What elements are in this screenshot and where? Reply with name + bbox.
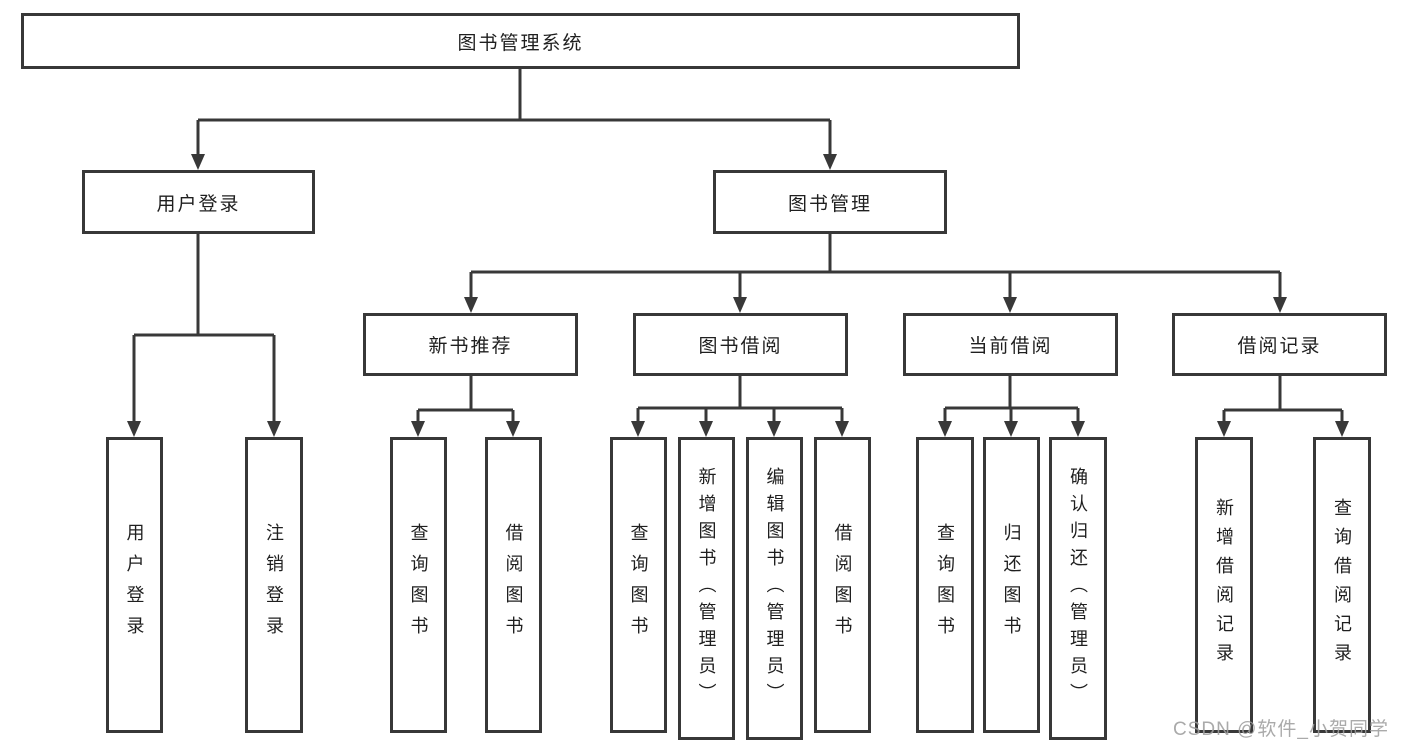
leaf-edit-book-admin: 编辑图书（管理员） xyxy=(746,437,803,740)
leaf-borrow-books: 借阅图书 xyxy=(485,437,542,733)
leaf-confirm-return-admin: 确认归还（管理员） xyxy=(1049,437,1107,740)
arrowhead xyxy=(127,421,141,437)
arrowhead xyxy=(699,421,713,437)
leaf-query-books: 查询图书 xyxy=(390,437,447,733)
connector-book-borrowing-to-leaves xyxy=(636,376,844,424)
arrowhead xyxy=(631,421,645,437)
connector-current-borrowing-to-leaves xyxy=(943,376,1080,424)
arrowhead xyxy=(733,297,747,313)
arrowhead xyxy=(938,421,952,437)
node-book-borrowing: 图书借阅 xyxy=(633,313,848,376)
leaf-add-book-admin: 新增图书（管理员） xyxy=(678,437,735,740)
arrowhead xyxy=(835,421,849,437)
leaf-query-books: 查询图书 xyxy=(916,437,974,733)
arrowhead xyxy=(1071,421,1085,437)
arrowhead xyxy=(1217,421,1231,437)
node-user-login: 用户登录 xyxy=(82,170,315,234)
leaf-add-borrowing-record: 新增借阅记录 xyxy=(1195,437,1253,733)
connector-user-login-to-leaves xyxy=(132,234,276,424)
connector-book-management-to-level2 xyxy=(469,234,1282,300)
arrowhead xyxy=(1273,297,1287,313)
node-new-book-recommendation: 新书推荐 xyxy=(363,313,578,376)
arrowhead xyxy=(191,154,205,170)
connector-borrowing-records-to-leaves xyxy=(1222,376,1344,424)
arrowhead xyxy=(823,154,837,170)
arrowhead xyxy=(411,421,425,437)
arrowhead xyxy=(267,421,281,437)
arrowhead xyxy=(1004,421,1018,437)
node-current-borrowing: 当前借阅 xyxy=(903,313,1118,376)
leaf-borrow-books: 借阅图书 xyxy=(814,437,871,733)
csdn-watermark: CSDN @软件_小贺同学 xyxy=(1173,719,1389,740)
connector-root-to-level1 xyxy=(196,69,832,158)
leaf-return-books: 归还图书 xyxy=(983,437,1040,733)
arrowhead xyxy=(1335,421,1349,437)
arrowhead xyxy=(464,297,478,313)
leaf-query-books: 查询图书 xyxy=(610,437,667,733)
node-borrowing-records: 借阅记录 xyxy=(1172,313,1387,376)
arrowhead xyxy=(1003,297,1017,313)
node-book-management: 图书管理 xyxy=(713,170,947,234)
node-library-system: 图书管理系统 xyxy=(21,13,1020,69)
leaf-user-login: 用户登录 xyxy=(106,437,163,733)
arrowhead xyxy=(506,421,520,437)
connector-new-book-recommendation-to-leaves xyxy=(416,376,515,424)
leaf-query-borrowing-record: 查询借阅记录 xyxy=(1313,437,1371,733)
arrowhead xyxy=(767,421,781,437)
leaf-logout: 注销登录 xyxy=(245,437,303,733)
